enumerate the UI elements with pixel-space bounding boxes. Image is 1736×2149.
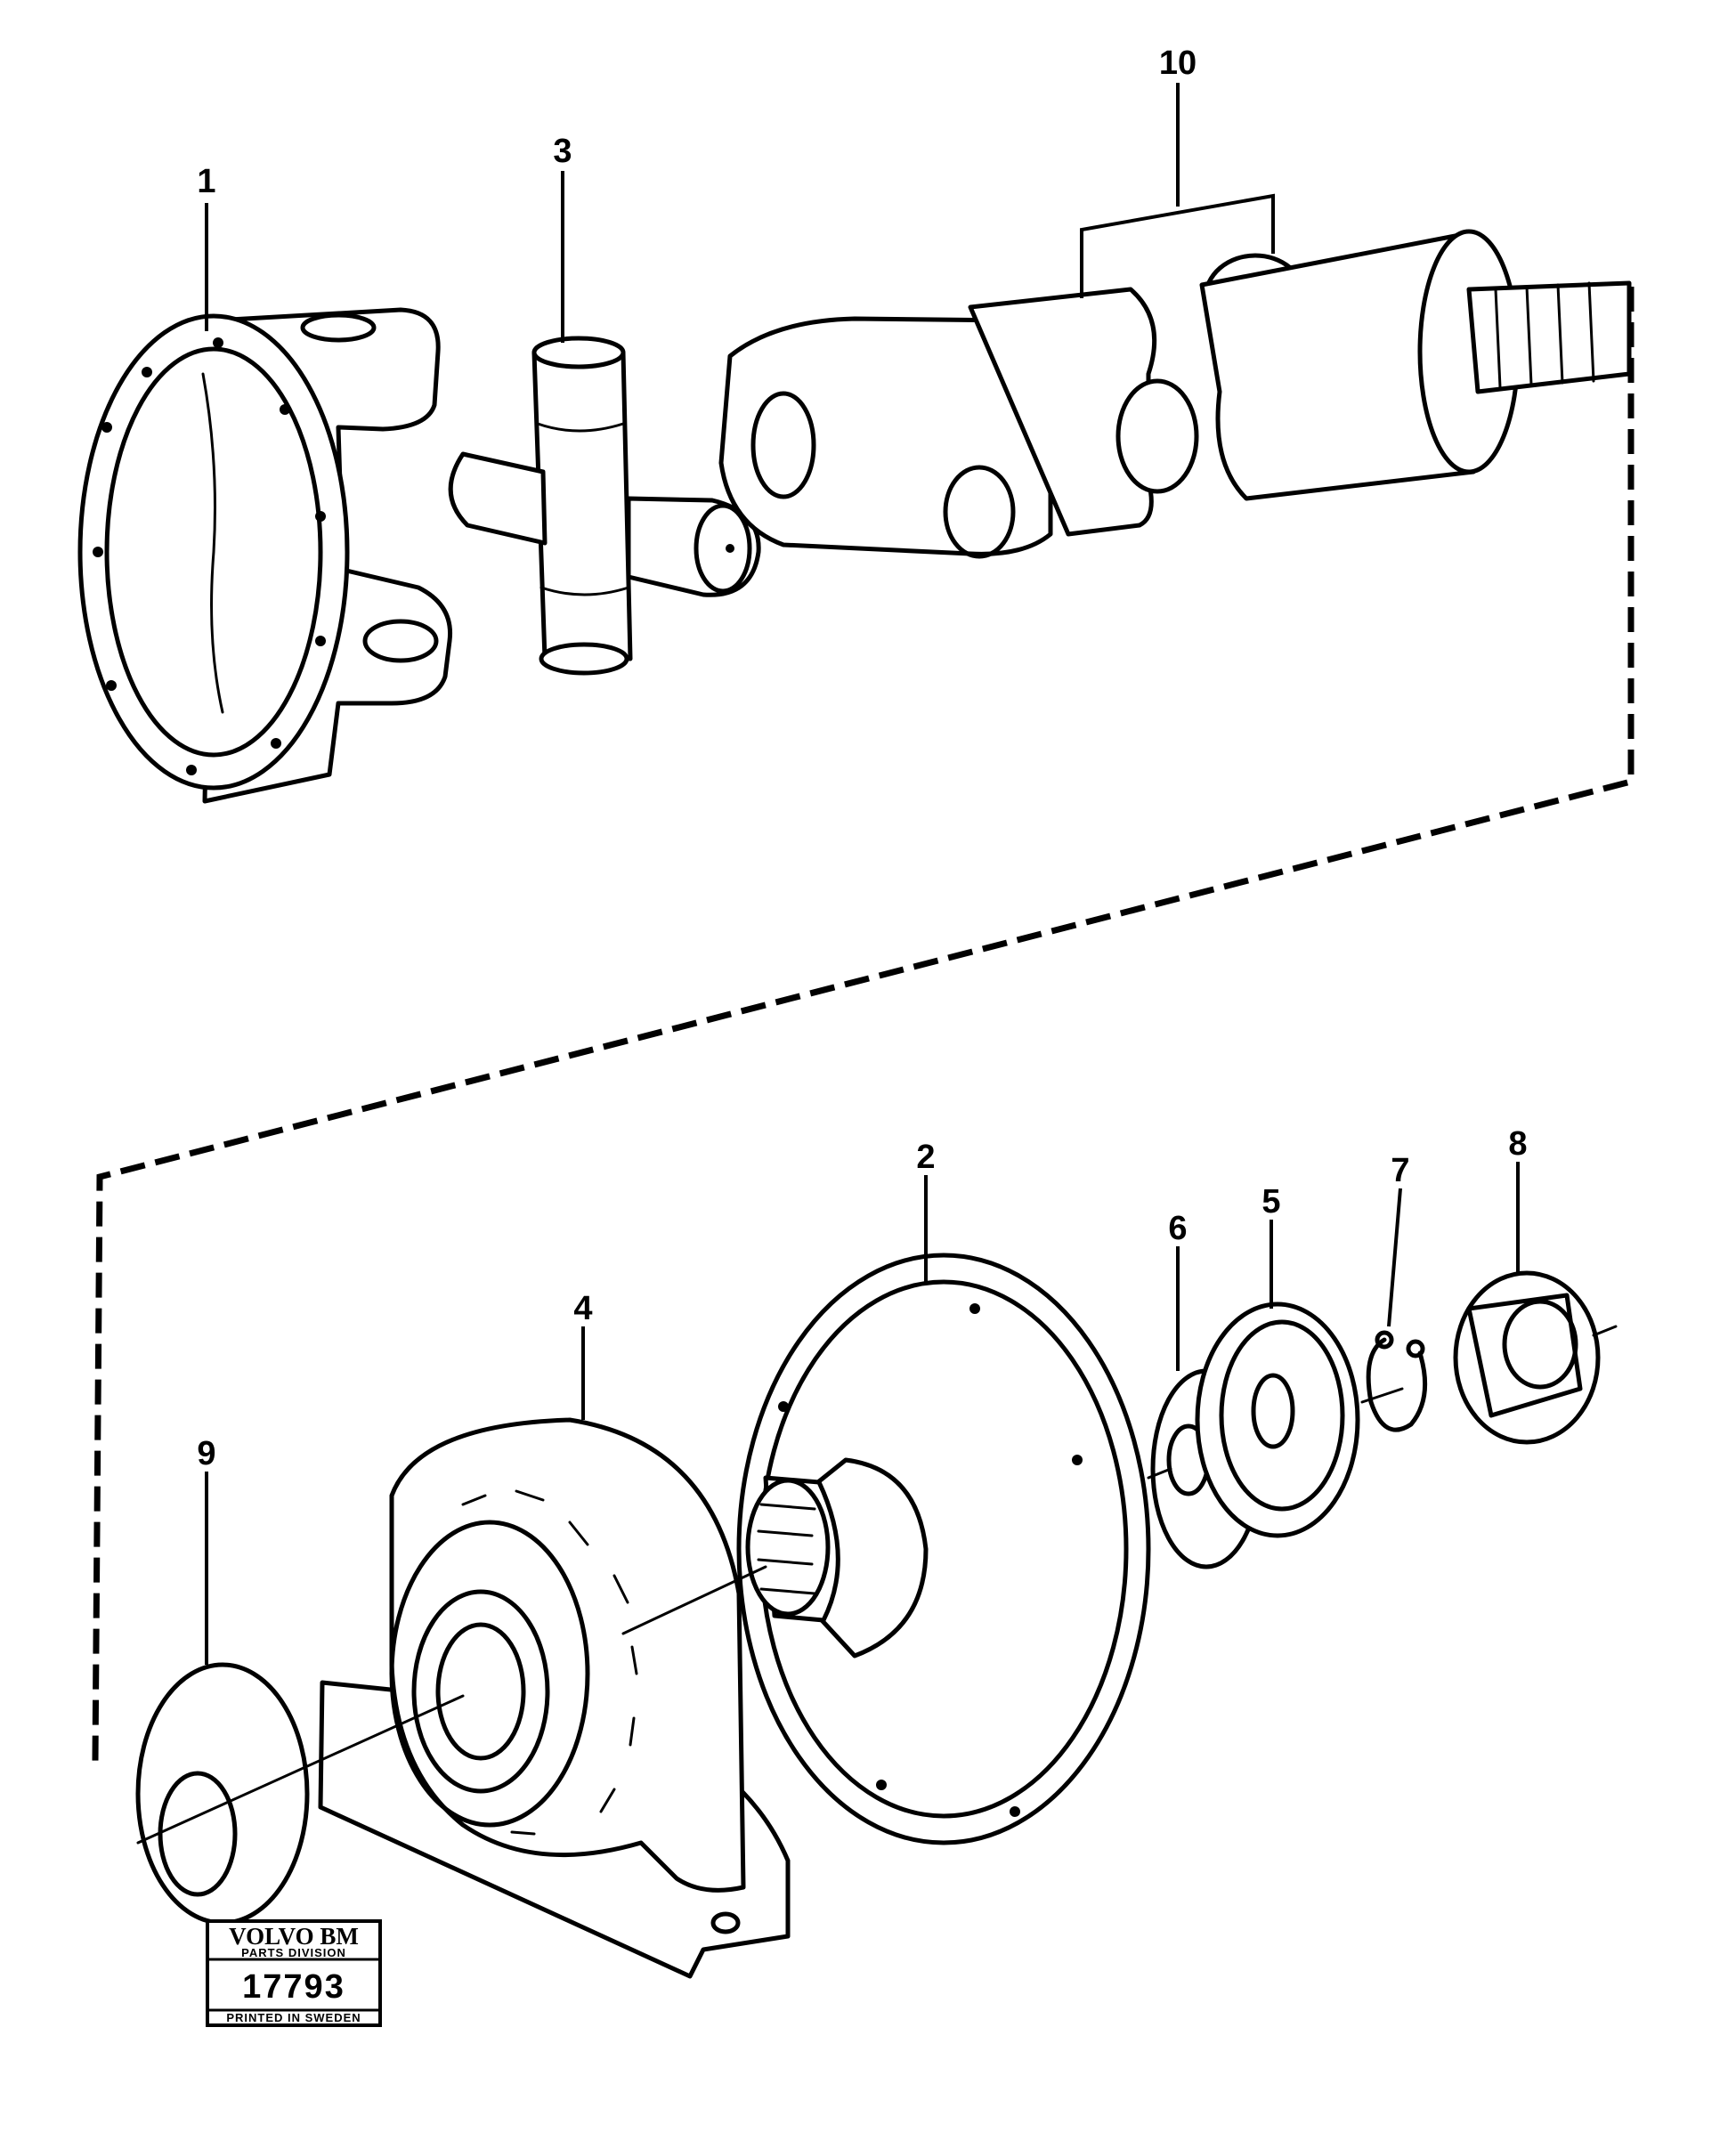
part-4-bearing-support (318, 1417, 791, 1979)
callout-4: 4 (573, 1290, 592, 1327)
stamp-brand: VOLVO BM (229, 1923, 359, 1950)
part-3-universal-joint-cross (448, 336, 761, 676)
stamp-number: 17793 (242, 1968, 345, 2006)
callout-3: 3 (553, 133, 572, 170)
callout-2: 2 (916, 1139, 935, 1176)
part-10-slip-yoke-shaft (718, 229, 1632, 559)
part-2-companion-flange (736, 1253, 1151, 1845)
callout-7: 7 (1391, 1152, 1409, 1189)
parts-division-stamp: VOLVO BM PARTS DIVISION 17793 PRINTED IN… (206, 1919, 382, 2027)
callout-8: 8 (1508, 1125, 1527, 1163)
assembly-connection-dashed-line (92, 287, 1635, 1762)
part-1-flange-yoke (77, 307, 453, 804)
part-9-washer (135, 1662, 310, 1926)
part-8-lock-nut (1453, 1270, 1601, 1445)
part-5-seal (1195, 1302, 1360, 1538)
callout-leaders (205, 83, 1520, 1665)
part-7-circlip (1366, 1330, 1428, 1432)
callout-1: 1 (197, 163, 215, 200)
callout-10: 10 (1159, 45, 1197, 82)
assembly-axis-line (136, 1325, 1618, 1845)
callout-9: 9 (197, 1435, 215, 1472)
callout-5: 5 (1261, 1183, 1280, 1220)
stamp-division: PARTS DIVISION (241, 1946, 346, 1959)
stamp-printed: PRINTED IN SWEDEN (226, 2011, 361, 2024)
callout-6: 6 (1168, 1210, 1187, 1247)
